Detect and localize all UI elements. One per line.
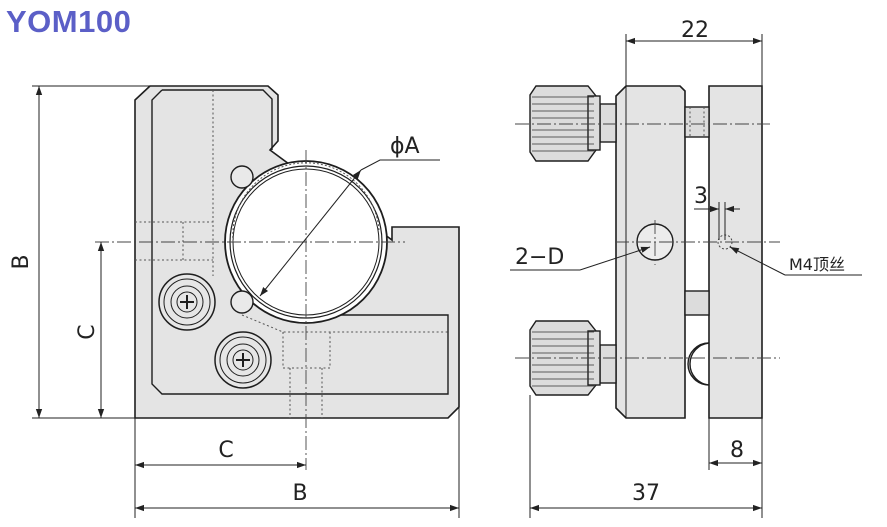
pin-top: [230, 165, 254, 189]
knob-upper-icon: [529, 85, 601, 162]
dim-2-d: 2−D: [515, 245, 564, 270]
inner-plate: [151, 89, 449, 395]
front-view: ϕA B C C B: [9, 85, 460, 518]
dim-22: 22: [681, 18, 709, 43]
screw-lower-icon: [214, 331, 272, 389]
dim-b-vertical: B: [9, 254, 34, 269]
side-ball: [687, 342, 710, 386]
dim-m4-set-screw: M4顶丝: [789, 255, 845, 274]
dim-37: 37: [632, 481, 660, 506]
side-spacer: [684, 290, 710, 316]
dim-phi-a: ϕA: [390, 134, 420, 159]
screw-upper-icon: [158, 273, 216, 331]
model-title: YOM100: [6, 4, 132, 39]
side-view: 22 3 2−D M4顶丝 8 37: [510, 18, 862, 518]
pin-bottom: [230, 290, 254, 314]
dim-c-horizontal: C: [218, 438, 233, 463]
side-rear-plate: [708, 85, 763, 419]
dim-c-vertical: C: [75, 324, 100, 339]
dim-b-horizontal: B: [292, 481, 307, 506]
dim-8: 8: [730, 438, 744, 463]
dim-3: 3: [694, 184, 708, 209]
